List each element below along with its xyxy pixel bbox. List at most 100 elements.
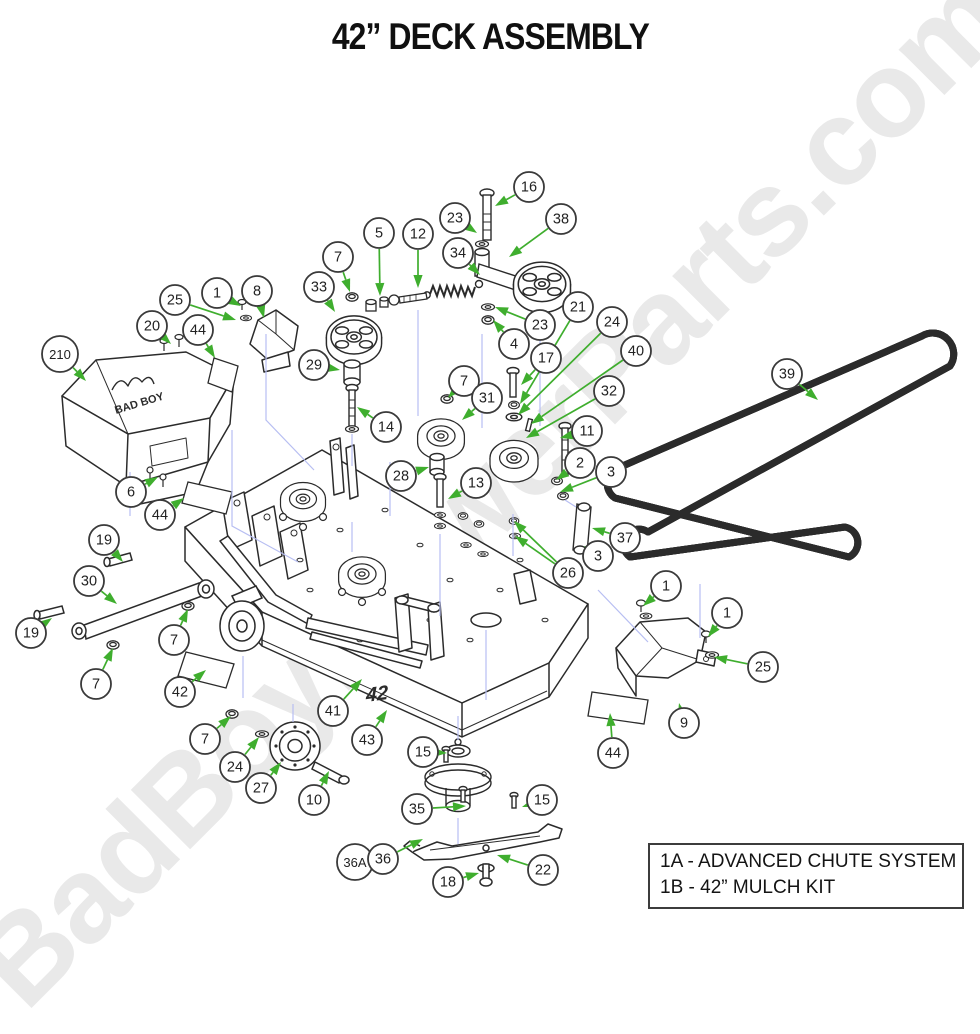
svg-text:7: 7 <box>201 732 209 748</box>
callout-42[interactable]: 42 <box>165 677 195 707</box>
svg-text:1: 1 <box>723 606 731 622</box>
callout-23[interactable]: 23 <box>525 310 555 340</box>
svg-text:29: 29 <box>306 358 322 374</box>
callout-7[interactable]: 7 <box>159 625 189 655</box>
callout-7[interactable]: 7 <box>323 242 353 272</box>
callout-1[interactable]: 1 <box>651 571 681 601</box>
callout-17[interactable]: 17 <box>531 343 561 373</box>
svg-text:19: 19 <box>96 533 112 549</box>
callout-5[interactable]: 5 <box>364 218 394 248</box>
callout-32[interactable]: 32 <box>594 376 624 406</box>
svg-text:26: 26 <box>560 566 576 582</box>
callout-37[interactable]: 37 <box>610 523 640 553</box>
svg-text:28: 28 <box>393 469 409 485</box>
callout-1[interactable]: 1 <box>712 598 742 628</box>
svg-text:14: 14 <box>378 420 394 436</box>
callout-19[interactable]: 19 <box>16 618 46 648</box>
callout-22[interactable]: 22 <box>528 855 558 885</box>
callout-10[interactable]: 10 <box>299 785 329 815</box>
callout-44[interactable]: 44 <box>145 500 175 530</box>
callout-44[interactable]: 44 <box>598 738 628 768</box>
cover-bracket <box>250 310 298 372</box>
callout-41[interactable]: 41 <box>318 696 348 726</box>
svg-text:10: 10 <box>306 793 322 809</box>
svg-text:16: 16 <box>521 180 537 196</box>
callout-25[interactable]: 25 <box>160 285 190 315</box>
callout-33[interactable]: 33 <box>304 272 334 302</box>
callout-13[interactable]: 13 <box>461 468 491 498</box>
callout-30[interactable]: 30 <box>74 566 104 596</box>
callout-8[interactable]: 8 <box>242 276 272 306</box>
svg-text:39: 39 <box>779 367 795 383</box>
callout-7[interactable]: 7 <box>190 724 220 754</box>
svg-text:6: 6 <box>127 485 135 501</box>
callout-3[interactable]: 3 <box>596 457 626 487</box>
callout-35[interactable]: 35 <box>402 794 432 824</box>
callout-29[interactable]: 29 <box>299 350 329 380</box>
callout-12[interactable]: 12 <box>403 219 433 249</box>
svg-text:21: 21 <box>570 300 586 316</box>
svg-text:1: 1 <box>213 286 221 302</box>
callout-7[interactable]: 7 <box>81 669 111 699</box>
callout-18[interactable]: 18 <box>433 867 463 897</box>
svg-text:37: 37 <box>617 531 633 547</box>
callout-3[interactable]: 3 <box>583 541 613 571</box>
svg-text:32: 32 <box>601 384 617 400</box>
svg-text:35: 35 <box>409 802 425 818</box>
callout-34[interactable]: 34 <box>443 238 473 268</box>
svg-text:41: 41 <box>325 704 341 720</box>
callout-40[interactable]: 40 <box>621 336 651 366</box>
svg-text:12: 12 <box>410 227 426 243</box>
callout-26[interactable]: 26 <box>553 558 583 588</box>
svg-text:1: 1 <box>662 579 670 595</box>
callout-15[interactable]: 15 <box>527 785 557 815</box>
svg-text:8: 8 <box>253 284 261 300</box>
callout-23[interactable]: 23 <box>440 203 470 233</box>
callout-16[interactable]: 16 <box>514 172 544 202</box>
callout-21[interactable]: 21 <box>563 292 593 322</box>
svg-text:23: 23 <box>532 318 548 334</box>
svg-text:44: 44 <box>152 508 168 524</box>
svg-text:4: 4 <box>510 337 518 353</box>
svg-text:25: 25 <box>167 293 183 309</box>
callout-28[interactable]: 28 <box>386 461 416 491</box>
callout-11[interactable]: 11 <box>572 416 602 446</box>
svg-text:33: 33 <box>311 280 327 296</box>
callout-15[interactable]: 15 <box>408 737 438 767</box>
callout-4[interactable]: 4 <box>499 329 529 359</box>
svg-text:3: 3 <box>594 549 602 565</box>
svg-text:7: 7 <box>334 250 342 266</box>
deck-42-logo: 42 <box>365 682 388 707</box>
callout-20[interactable]: 20 <box>137 311 167 341</box>
svg-text:11: 11 <box>579 424 594 440</box>
callout-1[interactable]: 1 <box>202 278 232 308</box>
svg-text:40: 40 <box>628 344 644 360</box>
svg-text:17: 17 <box>538 351 554 367</box>
svg-text:38: 38 <box>553 212 569 228</box>
svg-text:22: 22 <box>535 863 551 879</box>
callout-19[interactable]: 19 <box>89 525 119 555</box>
svg-text:44: 44 <box>190 323 206 339</box>
callout-44[interactable]: 44 <box>183 315 213 345</box>
callout-39[interactable]: 39 <box>772 359 802 389</box>
callout-210[interactable]: 210 <box>42 336 78 372</box>
callout-31[interactable]: 31 <box>472 383 502 413</box>
svg-text:9: 9 <box>680 716 688 732</box>
legend-line-2: 1B - 42” MULCH KIT <box>660 875 952 901</box>
callout-25[interactable]: 25 <box>748 652 778 682</box>
callout-14[interactable]: 14 <box>371 412 401 442</box>
callout-6[interactable]: 6 <box>116 477 146 507</box>
svg-text:31: 31 <box>479 391 495 407</box>
svg-text:15: 15 <box>534 793 550 809</box>
svg-text:36A: 36A <box>343 855 366 870</box>
callout-27[interactable]: 27 <box>246 773 276 803</box>
callout-24[interactable]: 24 <box>220 752 250 782</box>
svg-text:15: 15 <box>415 745 431 761</box>
callout-38[interactable]: 38 <box>546 204 576 234</box>
callout-36[interactable]: 36 <box>368 844 398 874</box>
svg-text:7: 7 <box>170 633 178 649</box>
callout-9[interactable]: 9 <box>669 708 699 738</box>
callout-43[interactable]: 43 <box>352 725 382 755</box>
callout-2[interactable]: 2 <box>565 448 595 478</box>
callout-24[interactable]: 24 <box>597 307 627 337</box>
